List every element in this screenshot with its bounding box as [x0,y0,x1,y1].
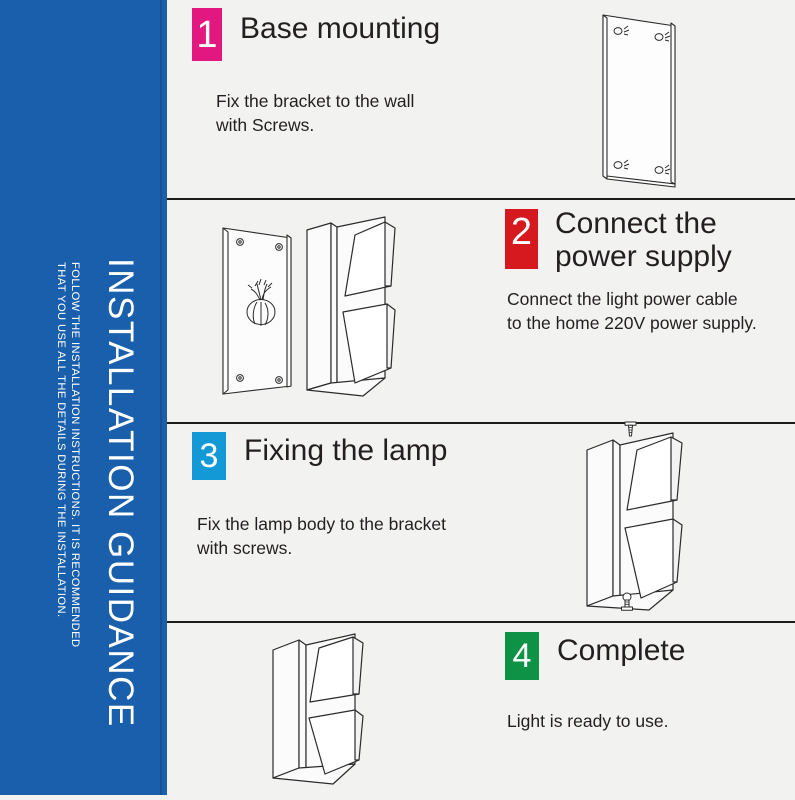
step-3-block: 3 Fixing the lamp Fix the lamp body to t… [192,432,522,560]
step-2-number-badge: 2 [505,209,538,269]
step-4-block: 4 Complete Light is ready to use. [505,632,795,733]
section-divider-1 [167,198,795,200]
step-4-header: 4 Complete [505,632,795,680]
step-1-body: Fix the bracket to the wall with Screws. [216,91,415,135]
step-3-body: Fix the lamp body to the bracket with sc… [197,514,447,558]
step-2-body: Connect the light power cable to the hom… [507,289,757,333]
bracket-with-wires-and-lamp-illustration-icon [195,208,410,403]
step-2-header: 2 Connect the power supply [505,207,795,273]
sidebar-vertical-text-wrap: INSTALLATION GUIDANCE FOLLOW THE INSTALL… [0,0,167,795]
step-2-title: Connect the power supply [555,207,732,273]
step-4-title: Complete [557,634,686,667]
step-3-title: Fixing the lamp [244,434,448,467]
step-1-title: Base mounting [240,12,441,45]
step-3-number-badge: 3 [192,432,226,480]
steps-content-area: 1 Base mounting Fix the bracket to the w… [167,0,795,800]
step-1-number-badge: 1 [192,8,222,61]
completed-lamp-illustration-icon [255,628,420,793]
step-1-block: 1 Base mounting Fix the bracket to the w… [192,8,522,137]
step-4-number-badge: 4 [505,632,539,680]
step-1-header: 1 Base mounting [192,8,522,61]
section-divider-3 [167,621,795,623]
sidebar-subtitle: FOLLOW THE INSTALLATION INSTRUCTIONS. IT… [54,262,82,782]
sidebar-edge-line [160,0,162,795]
sidebar-subtitle-line-2: THAT YOU USE ALL THE DETAILS DURING THE … [55,262,67,618]
step-4-body: Light is ready to use. [507,711,669,731]
bracket-plate-illustration-icon [585,4,705,194]
sidebar-subtitle-line-1: FOLLOW THE INSTALLATION INSTRUCTIONS. IT… [69,262,81,648]
step-3-header: 3 Fixing the lamp [192,432,522,480]
sidebar-title: INSTALLATION GUIDANCE [101,258,140,728]
lamp-fixed-with-screws-illustration-icon [565,418,740,618]
step-2-block: 2 Connect the power supply Connect the l… [505,207,795,335]
section-divider-2 [167,422,795,424]
sidebar-banner: INSTALLATION GUIDANCE FOLLOW THE INSTALL… [0,0,167,795]
